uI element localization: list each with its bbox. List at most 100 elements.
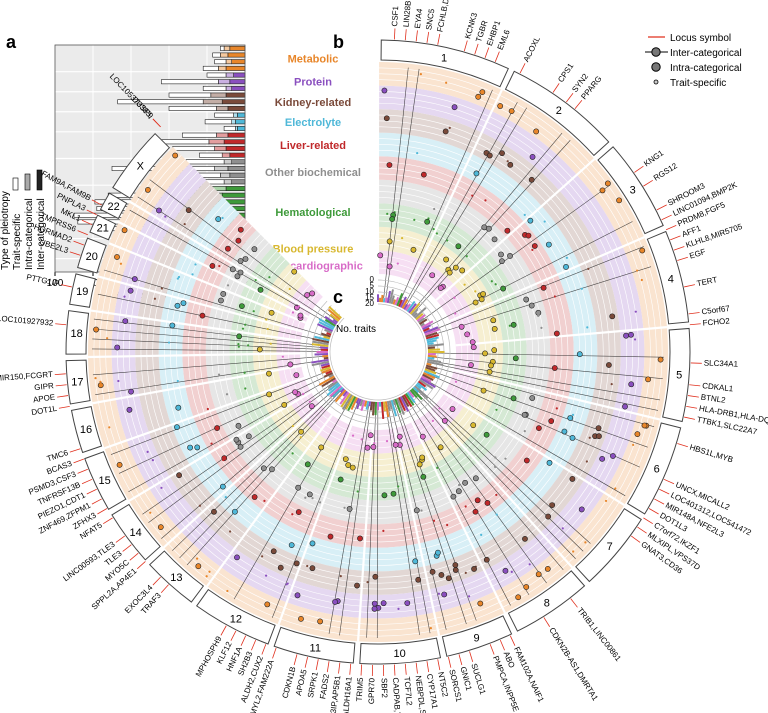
locus-leader — [566, 93, 574, 103]
locus-dot — [169, 322, 176, 329]
trait-count-bar — [318, 318, 335, 329]
trait-count-bar — [365, 400, 370, 410]
pleiotropy-line — [416, 389, 584, 552]
trait-count-bar — [323, 372, 334, 378]
locus-dot — [455, 243, 462, 250]
locus-dot — [224, 495, 227, 499]
legend-specific-label: Trait-specific — [670, 78, 726, 89]
locus-dot — [622, 403, 628, 410]
locus-leader — [637, 526, 647, 534]
pleiotropy-line — [161, 387, 338, 539]
bar-intra-categorical — [214, 146, 227, 151]
locus-leader — [69, 448, 81, 453]
trait-count-bar — [380, 294, 384, 303]
locus-dot — [160, 486, 163, 489]
locus-dot — [486, 368, 493, 375]
chromosome-label: 7 — [607, 541, 613, 553]
locus-dot — [463, 283, 466, 286]
locus-dot — [243, 371, 246, 374]
band-subline — [164, 138, 592, 566]
locus-dot — [531, 243, 538, 249]
locus-dot — [548, 418, 555, 424]
pleiotropy-line — [415, 390, 576, 559]
locus-dot — [293, 560, 300, 567]
locus-dot — [237, 342, 240, 346]
locus-dot — [535, 425, 542, 432]
locus-dot — [495, 408, 498, 411]
locus-dot — [219, 483, 226, 490]
locus-dot — [454, 312, 457, 315]
locus-dot — [251, 246, 258, 253]
trait-count-bar — [392, 399, 397, 406]
locus-leader — [463, 40, 468, 52]
locus-dot — [572, 550, 575, 553]
chromosome-label: 21 — [97, 223, 109, 235]
locus-label: CADPAB,TECTB — [391, 677, 403, 713]
locus-dot — [288, 542, 295, 549]
locus-leader — [91, 199, 102, 206]
locus-dot — [366, 581, 369, 584]
locus-leader — [474, 43, 479, 55]
locus-leader — [60, 284, 72, 288]
locus-dot — [191, 273, 194, 276]
trait-count-bar — [422, 327, 430, 332]
chromosome-segment — [597, 146, 664, 235]
locus-dot — [211, 508, 217, 515]
locus-dot — [400, 236, 404, 240]
trait-count-bar — [325, 370, 333, 375]
trait-count-bar — [425, 331, 438, 338]
chromosome-segment — [99, 192, 128, 220]
locus-leader — [656, 204, 667, 211]
locus-leader — [230, 630, 237, 641]
locus-dot — [251, 494, 258, 500]
bar-inter-categorical — [225, 92, 246, 98]
locus-dot — [156, 207, 162, 214]
pleiotropy-line — [390, 404, 447, 630]
locus-dot — [392, 441, 399, 448]
locus-dot — [553, 295, 556, 298]
locus-leader — [404, 29, 407, 41]
locus-dot — [121, 227, 128, 234]
locus-dot — [510, 321, 517, 328]
locus-dot — [453, 296, 456, 299]
locus-dot — [443, 256, 450, 263]
locus-dot — [419, 73, 422, 76]
locus-dot — [480, 387, 487, 394]
locus-dot — [479, 89, 486, 96]
trait-count-bar — [329, 313, 340, 322]
locus-dot — [438, 407, 441, 410]
bar-trait-specific — [199, 152, 223, 158]
pleiotropy-line — [103, 269, 327, 337]
locus-dot — [287, 361, 294, 368]
bar-inter-categorical — [237, 126, 246, 131]
pleiotropy-line — [149, 179, 336, 320]
locus-dot — [491, 236, 498, 243]
locus-dot — [263, 499, 266, 502]
locus-leader — [58, 405, 70, 409]
locus-dot — [599, 455, 606, 462]
locus-dot — [413, 507, 420, 514]
category-label: Kidney-related — [275, 97, 351, 109]
locus-label: SUCLG1 — [469, 662, 487, 696]
locus-dot — [198, 504, 202, 507]
locus-dot — [616, 197, 623, 204]
chromosome-separator — [453, 369, 661, 421]
trait-count-bar — [426, 339, 437, 344]
locus-label: RGS12 — [652, 161, 679, 183]
locus-leader — [448, 656, 452, 668]
locus-dot — [467, 595, 471, 598]
locus-dot — [93, 326, 100, 333]
legend-inter-label: Inter-categorical — [670, 48, 742, 59]
locus-dot — [474, 497, 481, 504]
locus-dot — [604, 180, 611, 187]
locus-dot — [291, 311, 295, 314]
locus-dot — [457, 483, 461, 487]
locus-dot — [383, 115, 390, 122]
band-subline — [234, 208, 522, 496]
locus-dot — [396, 433, 403, 440]
locus-dot — [610, 383, 613, 386]
trait-count-bar — [427, 356, 435, 360]
chromosome-segment — [149, 550, 205, 603]
locus-dot — [266, 370, 272, 377]
trait-count-tick: 10 — [365, 287, 374, 296]
